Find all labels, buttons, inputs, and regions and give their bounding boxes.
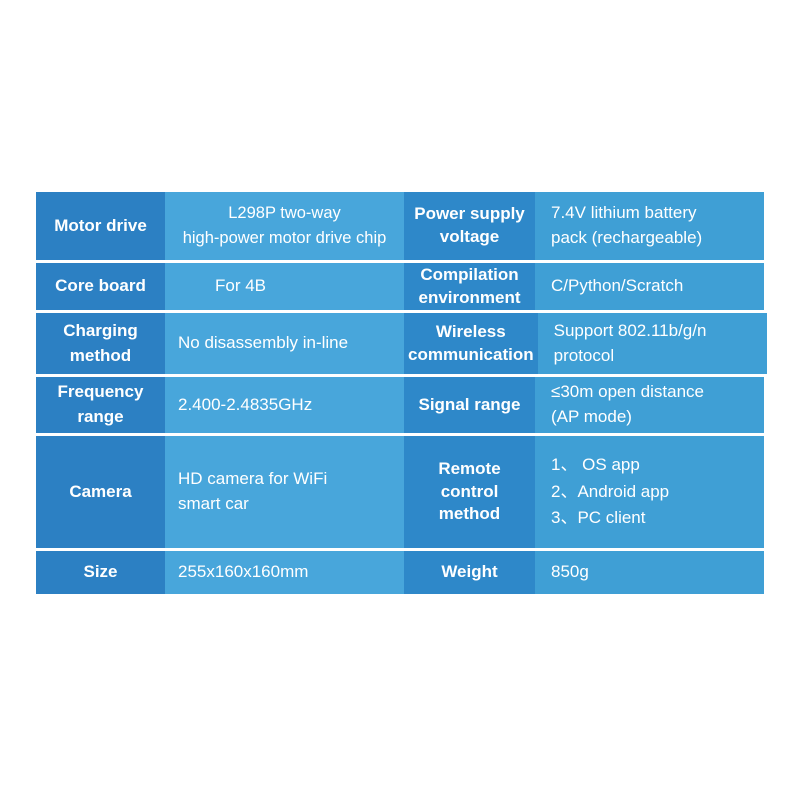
spec-value-compilation-environment: C/Python/Scratch bbox=[535, 263, 764, 310]
spec-label-charging-method: Charging method bbox=[36, 313, 165, 374]
spec-label-power-supply-voltage: Power supply voltage bbox=[404, 192, 535, 260]
spec-table: Motor drive L298P two-way high-power mot… bbox=[36, 192, 767, 594]
spec-value-signal-range: ≤30m open distance (AP mode) bbox=[535, 377, 764, 433]
spec-value-camera: HD camera for WiFi smart car bbox=[165, 436, 404, 548]
spec-row-frequency-range: Frequency range 2.400-2.4835GHz Signal r… bbox=[36, 377, 764, 433]
spec-label-weight: Weight bbox=[404, 551, 535, 594]
spec-label-compilation-environment: Compilation environment bbox=[404, 263, 535, 310]
spec-label-frequency-range: Frequency range bbox=[36, 377, 165, 433]
spec-label-camera: Camera bbox=[36, 436, 165, 548]
spec-value-power-supply-voltage: 7.4V lithium battery pack (rechargeable) bbox=[535, 192, 764, 260]
spec-row-motor-drive: Motor drive L298P two-way high-power mot… bbox=[36, 192, 764, 260]
spec-label-core-board: Core board bbox=[36, 263, 165, 310]
spec-row-camera: Camera HD camera for WiFi smart car Remo… bbox=[36, 436, 764, 548]
spec-label-motor-drive: Motor drive bbox=[36, 192, 165, 260]
spec-row-charging-method: Charging method No disassembly in-line W… bbox=[36, 313, 767, 374]
spec-row-size: Size 255x160x160mm Weight 850g bbox=[36, 551, 764, 594]
spec-value-remote-control-method: 1、 OS app 2、Android app 3、PC client bbox=[535, 436, 764, 548]
spec-value-core-board: For 4B bbox=[165, 263, 404, 310]
spec-label-size: Size bbox=[36, 551, 165, 594]
spec-label-wireless-communication: Wireless communication bbox=[404, 313, 538, 374]
spec-label-remote-control-method: Remote control method bbox=[404, 436, 535, 548]
spec-value-weight: 850g bbox=[535, 551, 764, 594]
spec-row-core-board: Core board For 4B Compilation environmen… bbox=[36, 263, 764, 310]
spec-value-motor-drive: L298P two-way high-power motor drive chi… bbox=[165, 192, 404, 260]
spec-label-signal-range: Signal range bbox=[404, 377, 535, 433]
spec-value-size: 255x160x160mm bbox=[165, 551, 404, 594]
spec-value-frequency-range: 2.400-2.4835GHz bbox=[165, 377, 404, 433]
spec-value-wireless-communication: Support 802.11b/g/n protocol bbox=[537, 313, 767, 374]
spec-value-charging-method: No disassembly in-line bbox=[165, 313, 404, 374]
